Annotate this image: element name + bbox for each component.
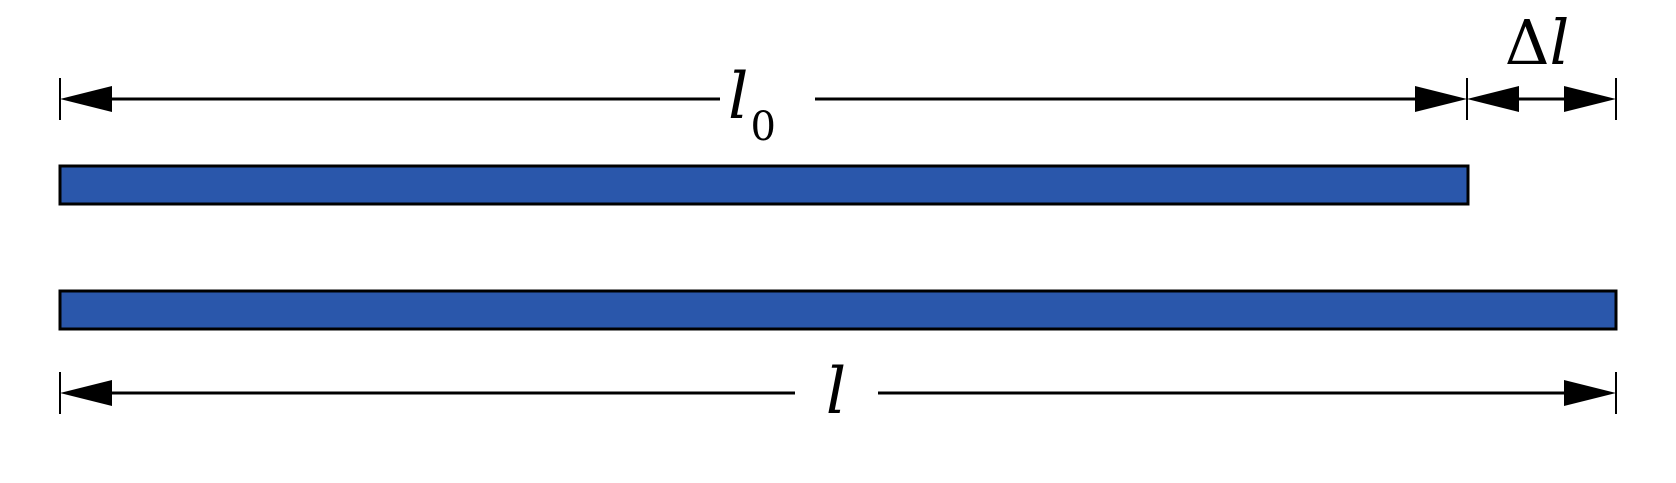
original-length-dimension: l0: [59, 60, 1468, 150]
elongation-dimension: Δl: [1467, 6, 1617, 120]
l-symbol: l: [826, 355, 846, 429]
l-left-arrowhead: [60, 380, 112, 406]
delta-symbol: Δ: [1505, 6, 1550, 79]
l0-label: l0: [728, 60, 776, 150]
dl-label: Δl: [1505, 6, 1570, 79]
final-length-dimension: l: [59, 355, 1617, 429]
l-label: l: [826, 355, 846, 429]
dl-left-arrowhead: [1467, 86, 1519, 112]
original-bar: [58, 164, 1470, 206]
l0-left-arrowhead: [60, 86, 112, 112]
dl-right-arrowhead: [1564, 86, 1616, 112]
l0-right-arrowhead: [1415, 86, 1467, 112]
stretched-bar: [58, 289, 1618, 331]
dl-symbol: l: [1549, 6, 1569, 79]
l0-subscript: 0: [751, 104, 776, 150]
l0-symbol: l: [728, 60, 748, 134]
l-right-arrowhead: [1564, 380, 1616, 406]
